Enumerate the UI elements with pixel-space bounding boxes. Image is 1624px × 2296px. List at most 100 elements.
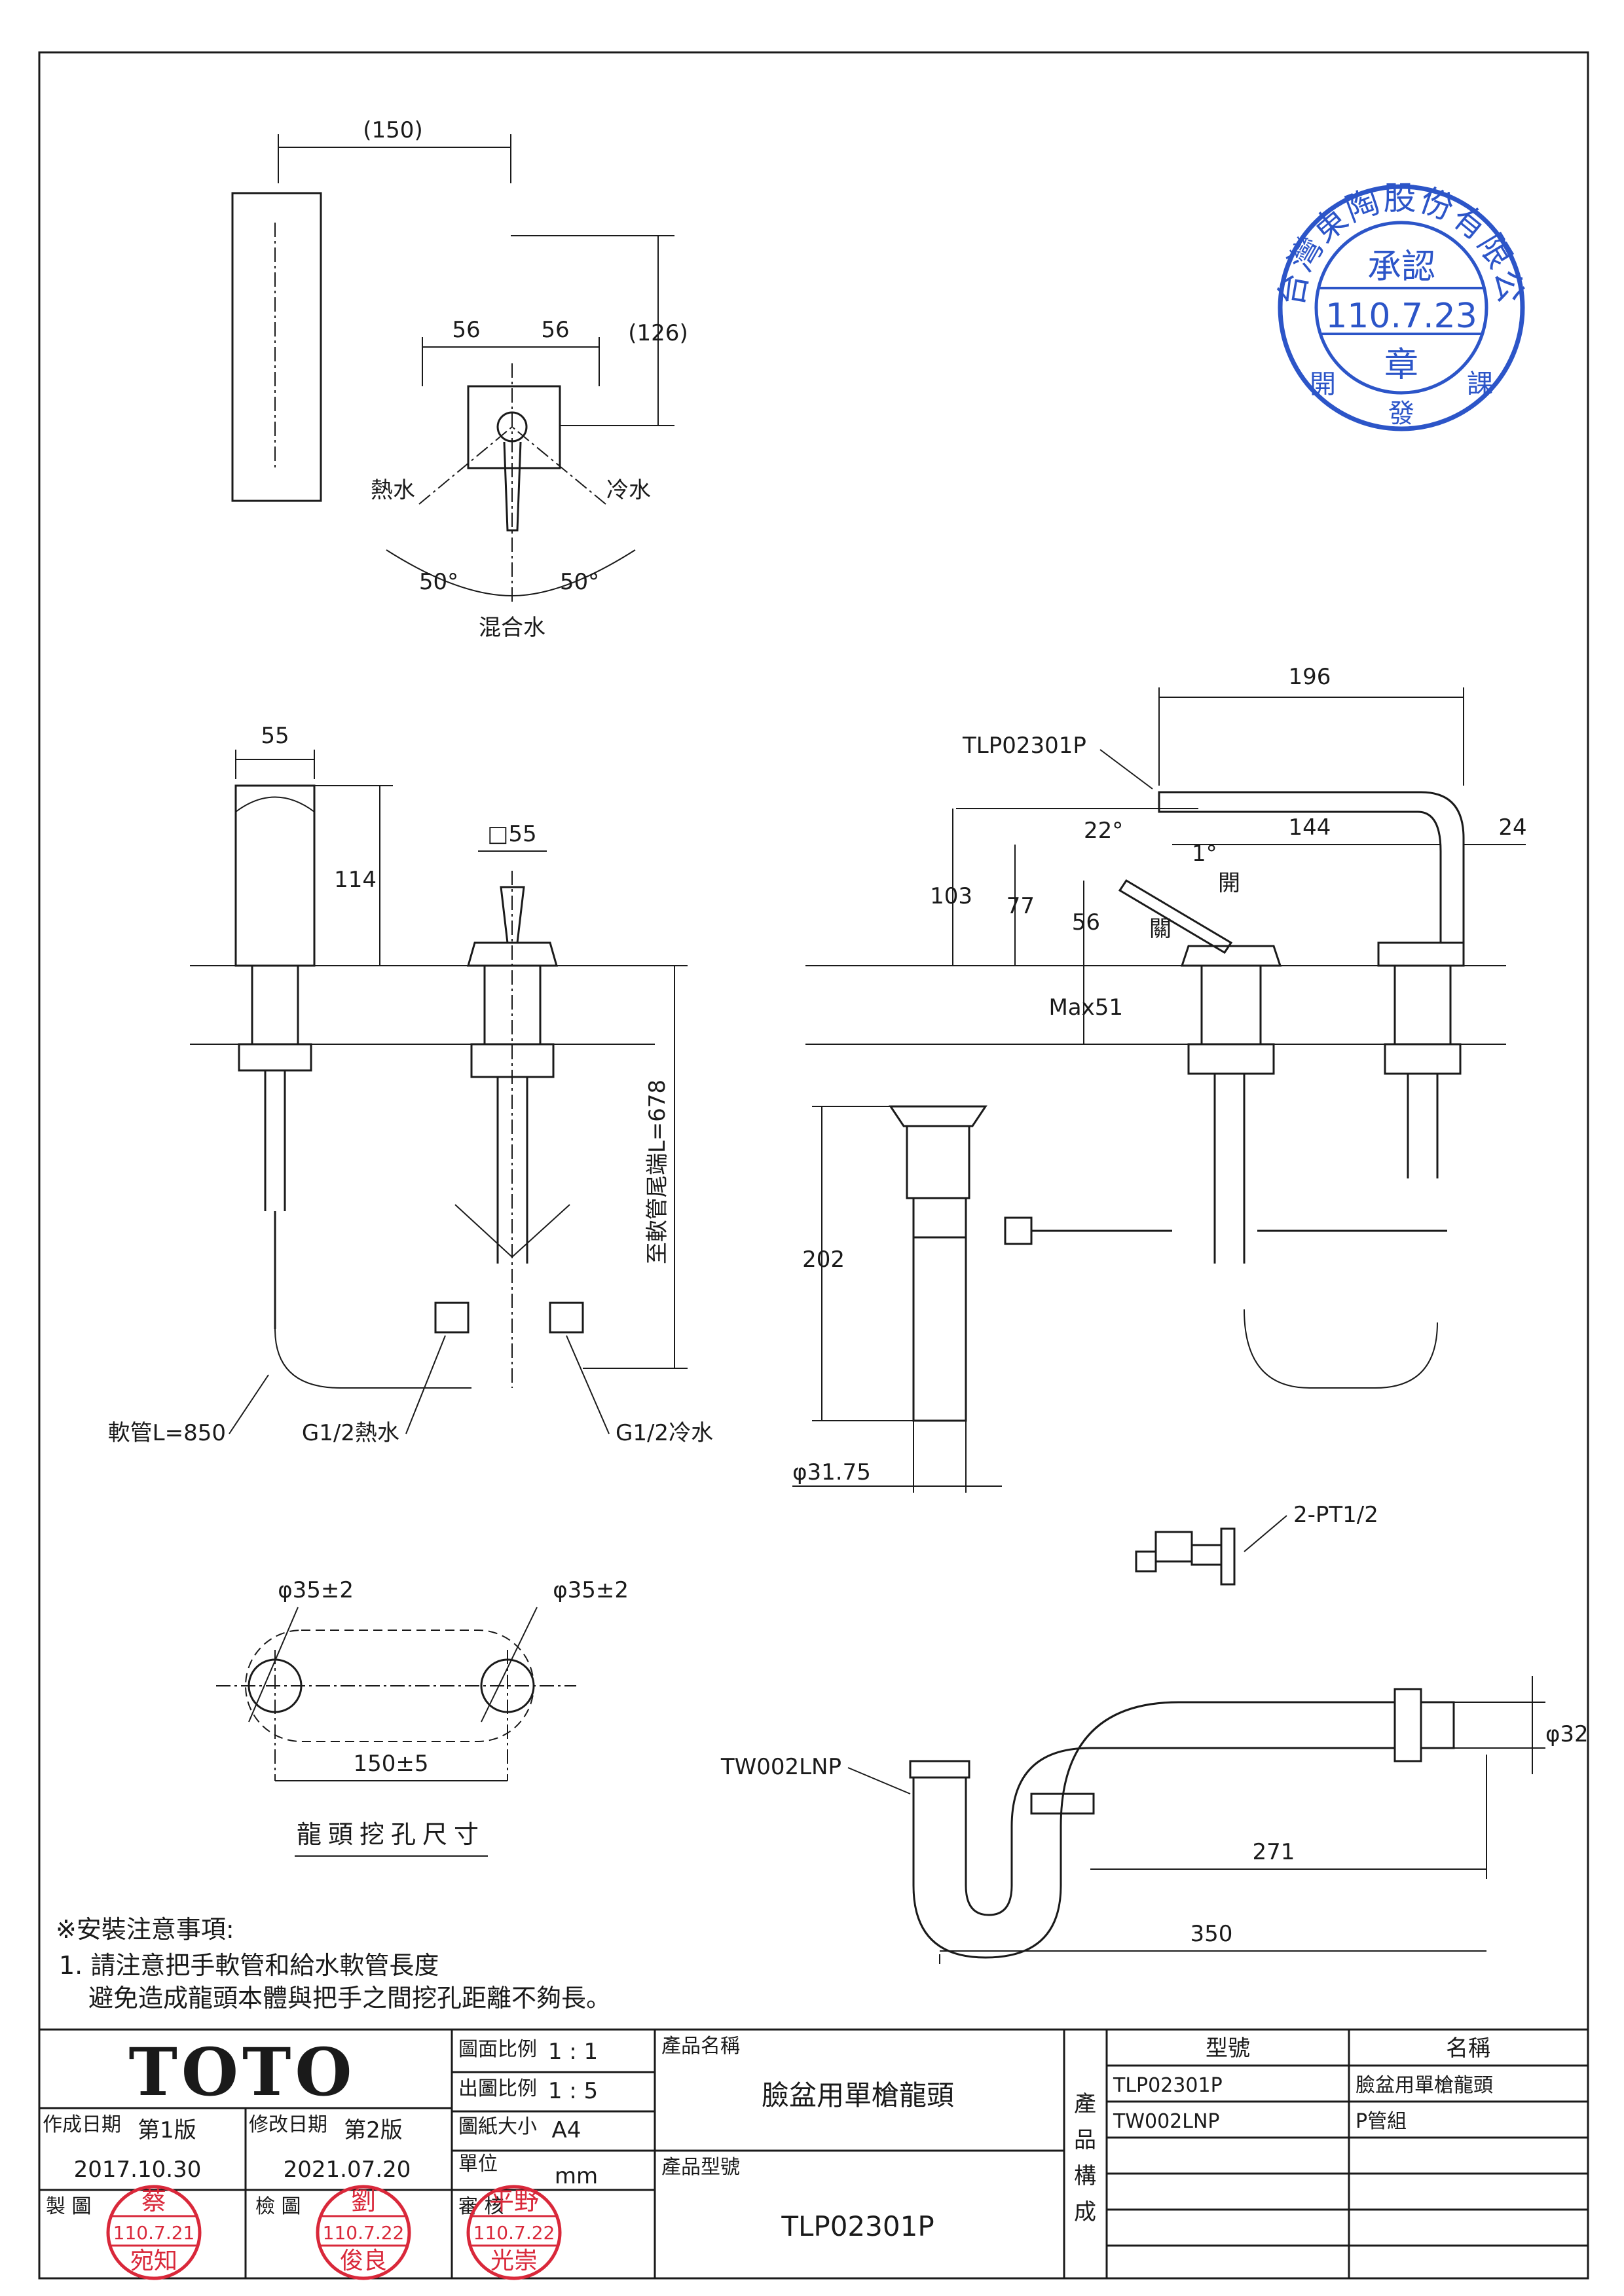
stamp-checked-bottom: 俊良 (340, 2248, 387, 2274)
product-model: TLP02301P (781, 2210, 934, 2242)
row-2-name: P管組 (1356, 2110, 1407, 2133)
dim-50-right: 50° (560, 569, 599, 595)
label-close: 關 (1149, 916, 1172, 942)
label-hot: 熱水 (371, 477, 415, 503)
note-heading: ※安裝注意事項: (56, 1915, 234, 1944)
dim-350: 350 (1190, 1921, 1233, 1947)
modified-label: 修改日期 (249, 2113, 327, 2136)
approval-mid: 章 (1384, 346, 1418, 385)
stamp-checked-top: 劉 (351, 2187, 376, 2215)
stamp-review-date: 110.7.22 (473, 2222, 555, 2244)
dim-50-left: 50° (419, 569, 458, 595)
title-block: TOTO 圖面比例 1 : 1 出圖比例 1 : 5 圖紙大小 A4 單位 mm… (38, 2028, 1589, 2280)
edition-2: 第2版 (344, 2117, 403, 2143)
created-date: 2017.10.30 (74, 2157, 202, 2183)
stamp-checked: 劉 110.7.22 俊良 (316, 2185, 411, 2280)
dim-phi-31-75: φ31.75 (792, 1459, 871, 1485)
stamp-drawn-top: 蔡 (141, 2187, 166, 2215)
hole-size-view: φ35±2 φ35±2 150±5 龍頭挖孔尺寸 (216, 1577, 629, 1857)
draw-scale-label: 圖面比例 (458, 2038, 537, 2061)
label-open: 開 (1218, 870, 1240, 896)
hole-size-title: 龍頭挖孔尺寸 (297, 1820, 485, 1849)
unit: mm (555, 2163, 598, 2189)
toto-logo: TOTO (128, 2033, 356, 2111)
dim-1-deg: 1° (1192, 841, 1217, 867)
label-hose-850: 軟管L=850 (108, 1420, 226, 1446)
dim-55: 55 (261, 723, 289, 749)
dim-150-pm-5: 150±5 (353, 1751, 428, 1777)
stamp-checked-date: 110.7.22 (323, 2222, 405, 2244)
product-name-label: 產品名稱 (661, 2035, 740, 2058)
dim-150: (150) (363, 117, 422, 143)
label-g12-cold: G1/2冷水 (616, 1420, 713, 1446)
label-ptrap-model: TW002LNP (720, 1754, 841, 1780)
label-model-spout: TLP02301P (962, 733, 1086, 759)
stamp-drawn: 蔡 110.7.21 宛知 (106, 2185, 202, 2280)
stamp-review-bottom: 光崇 (490, 2248, 538, 2274)
dim-phi35-left: φ35±2 (278, 1577, 354, 1603)
paper-size-label: 圖紙大小 (458, 2115, 537, 2138)
stamp-drawn-date: 110.7.21 (113, 2222, 195, 2244)
right-assembly: 196 TLP02301P 144 24 103 77 56 Max51 22°… (792, 664, 1527, 1586)
approval-ring-text: 台灣東陶股份有限公司 (0, 0, 1530, 309)
left-elevations: 55 114 □55 至軟管尾端L=678 軟管L=850 G1/2熱水 G1/… (108, 723, 713, 1446)
p-trap-view: φ32 271 350 TW002LNP (720, 1676, 1589, 1964)
stamp-review-top: 平野 (489, 2187, 539, 2215)
drawn-label: 製 圖 (46, 2195, 92, 2218)
comp-label-3: 構 (1074, 2163, 1096, 2189)
name-header: 名稱 (1446, 2035, 1490, 2062)
print-scale-label: 出圖比例 (458, 2077, 537, 2100)
note-line-1: 1. 請注意把手軟管和給水軟管長度 (59, 1951, 439, 1980)
dim-114: 114 (334, 867, 377, 893)
approval-top: 承認 (1367, 247, 1435, 287)
note-line-2: 避免造成龍頭本體與把手之間挖孔距離不夠長。 (88, 1984, 611, 2013)
row-2-model: TW002LNP (1113, 2110, 1220, 2133)
label-pt12: 2-PT1/2 (1293, 1502, 1378, 1528)
modified-date: 2021.07.20 (284, 2157, 411, 2183)
approval-bottom: 發 (1388, 399, 1414, 429)
draw-scale: 1 : 1 (548, 2039, 598, 2065)
dim-196: 196 (1289, 664, 1331, 690)
dim-24: 24 (1498, 814, 1526, 841)
dim-phi35-right: φ35±2 (553, 1577, 629, 1603)
row-1-name: 臉盆用單槍龍頭 (1356, 2074, 1493, 2097)
stamp-review: 平野 110.7.22 光崇 (466, 2185, 562, 2280)
unit-label: 單位 (458, 2153, 498, 2176)
dim-square-55: □55 (487, 821, 536, 847)
dim-77: 77 (1006, 893, 1035, 919)
label-cold: 冷水 (606, 477, 651, 503)
paper-size: A4 (552, 2117, 581, 2143)
dim-56-right: 56 (541, 317, 569, 343)
dim-max51: Max51 (1048, 994, 1123, 1021)
dim-144: 144 (1289, 814, 1331, 841)
dim-56-handle: 56 (1072, 909, 1100, 936)
checked-label: 檢 圖 (255, 2195, 301, 2218)
sheet-frame (38, 51, 1589, 2280)
product-name: 臉盆用單槍龍頭 (762, 2079, 954, 2111)
label-g12-hot: G1/2熱水 (302, 1420, 399, 1446)
dim-271: 271 (1253, 1839, 1295, 1865)
created-label: 作成日期 (43, 2113, 121, 2136)
model-header: 型號 (1206, 2035, 1250, 2062)
install-notes: ※安裝注意事項: 1. 請注意把手軟管和給水軟管長度 避免造成龍頭本體與把手之間… (56, 1915, 611, 2013)
label-mix: 混合水 (479, 615, 545, 641)
dim-126: (126) (628, 320, 688, 346)
dim-202: 202 (802, 1247, 845, 1273)
top-view: (150) (126) 56 56 熱水 冷水 50° 50° 混合水 (231, 117, 688, 641)
dim-phi32: φ32 (1545, 1721, 1589, 1747)
dim-hose-678: 至軟管尾端L=678 (644, 1080, 671, 1264)
comp-label-1: 產 (1074, 2091, 1096, 2117)
approval-right: 課 (1467, 369, 1493, 399)
print-scale: 1 : 5 (548, 2078, 598, 2104)
approval-left: 開 (1310, 369, 1336, 399)
stamp-drawn-bottom: 宛知 (130, 2248, 177, 2274)
row-1-model: TLP02301P (1113, 2074, 1223, 2097)
comp-label-4: 成 (1074, 2199, 1096, 2225)
edition-1: 第1版 (138, 2117, 196, 2143)
comp-label-2: 品 (1074, 2127, 1096, 2153)
dim-56-left: 56 (452, 317, 480, 343)
dim-22-deg: 22° (1084, 818, 1123, 844)
dim-103: 103 (930, 883, 972, 909)
approval-stamp: 台灣東陶股份有限公司 承認 110.7.23 章 開 課 發 (0, 0, 1530, 431)
